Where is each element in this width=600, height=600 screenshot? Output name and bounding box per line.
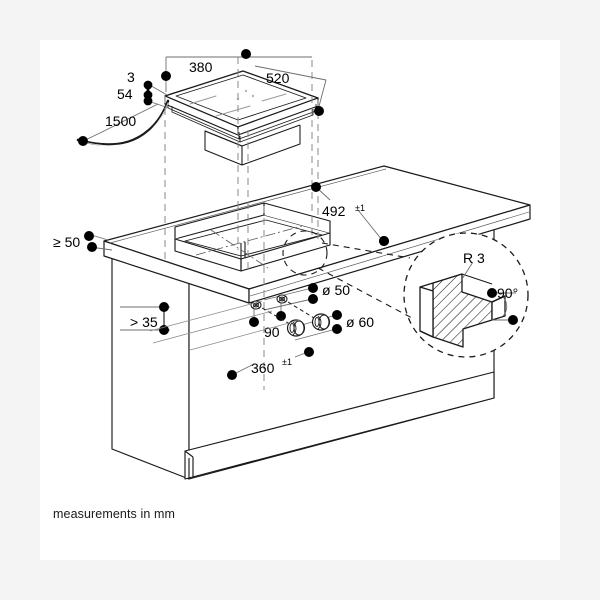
dimension-360-label: 360: [251, 360, 275, 376]
dimension-1500: 1500: [78, 103, 159, 146]
dimension-90-spacing: 90: [249, 298, 286, 340]
bore-symbol-left: [286, 319, 306, 337]
dimension-dia-50: ø 50: [263, 282, 350, 311]
screw-symbol-left: [250, 300, 262, 310]
dimension-90-label: 90: [264, 324, 280, 340]
detail-radius-label: R 3: [463, 250, 485, 266]
dimension-rear-clearance: ≥ 50: [53, 231, 113, 252]
dimension-below-clearance: > 35: [120, 302, 170, 335]
dimension-492-label: 492: [322, 203, 346, 219]
dimension-360-tolerance: ±1: [282, 357, 292, 367]
dimension-520-label: 520: [266, 70, 290, 86]
power-cable-highlight: [79, 102, 169, 146]
detail-radius-leader: [461, 261, 474, 280]
dimension-3-label: 3: [127, 69, 135, 85]
dimension-endpoint-dots: [379, 236, 389, 246]
detail-angle-annotation: [487, 288, 518, 325]
screw-symbol-right: [276, 294, 288, 304]
cooktop-appliance: [164, 70, 319, 166]
dimension-3-54: 3 54: [117, 69, 170, 109]
dimension-dia-50-label: ø 50: [322, 282, 350, 298]
detail-angle-label: 90°: [497, 285, 518, 301]
dimension-below-clearance-label: > 35: [130, 314, 158, 330]
caption-measurements: measurements in mm: [53, 507, 175, 521]
dimension-380: 380: [161, 49, 312, 92]
detail-cross-section: [419, 273, 506, 348]
dimension-520: 520: [254, 65, 327, 116]
cutout-centerlines: [195, 225, 303, 269]
cooktop-zone-markings: [189, 93, 287, 117]
fixing-symbols: [250, 294, 331, 337]
dimension-492-tolerance: ±1: [355, 203, 365, 213]
dimension-dia-60-label: ø 60: [346, 314, 374, 330]
dimension-dia-60: ø 60: [294, 310, 374, 341]
dimension-1500-label: 1500: [105, 113, 136, 129]
dimension-360: 360 ±1: [227, 347, 314, 380]
detail-source-marker: [282, 230, 328, 276]
countertop-cutout: [174, 202, 331, 272]
dimension-380-label: 380: [189, 59, 213, 75]
hole-guide-lines: [149, 300, 301, 351]
dimension-rear-clearance-label: ≥ 50: [53, 234, 80, 250]
fixing-leader-lines: [261, 301, 315, 325]
bore-symbol-right: [311, 313, 331, 331]
detail-connector: [317, 242, 413, 319]
dimension-54-label: 54: [117, 86, 133, 102]
projection-lines: [164, 57, 319, 390]
